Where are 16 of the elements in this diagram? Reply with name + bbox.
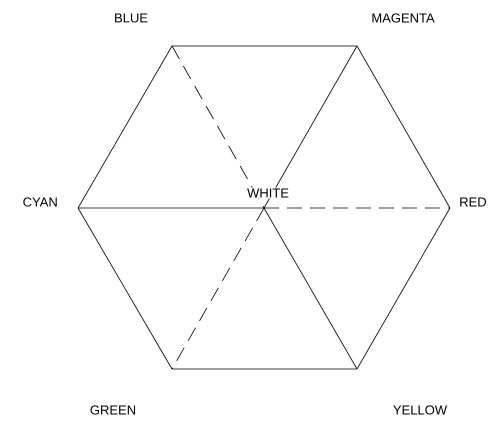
line [78,46,172,208]
line [356,208,450,370]
color-label: BLUE [113,12,149,24]
color-label: GREEN [88,404,138,416]
dashed-line [172,46,264,208]
color-label: MAGENTA [370,12,436,24]
line [172,368,358,370]
color-label: YELLOW [392,404,448,416]
line [264,46,358,208]
color-label: CYAN [22,196,59,208]
dashed-line [172,208,264,370]
color-label: WHITE [246,188,290,198]
color-label: RED [458,196,488,208]
line [356,46,450,208]
line [264,208,358,370]
line [78,208,172,370]
